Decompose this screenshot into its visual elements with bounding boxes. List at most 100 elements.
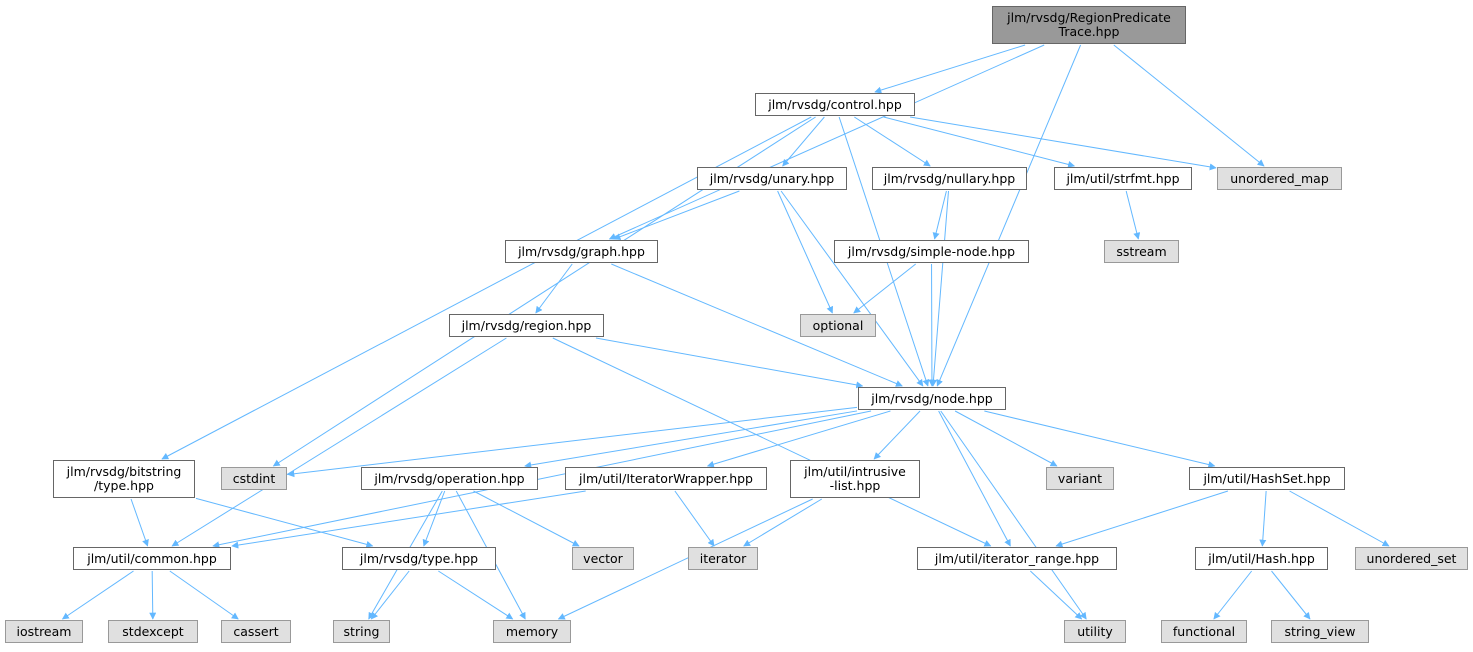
edge-root-to-graph	[608, 44, 1045, 240]
node-label: unordered_map	[1230, 170, 1329, 186]
node-control[interactable]: jlm/rvsdg/control.hpp	[755, 93, 915, 116]
node-string-view: string_view	[1271, 620, 1369, 643]
edge-hash-to-string_view	[1271, 570, 1311, 620]
node-label: jlm/rvsdg/nullary.hpp	[883, 170, 1016, 186]
node-unary[interactable]: jlm/rvsdg/unary.hpp	[697, 167, 847, 190]
node-label: stdexcept	[122, 623, 184, 639]
edge-node-to-operation	[524, 410, 858, 469]
node-iterator: iterator	[688, 547, 758, 570]
node-label: jlm/util/common.hpp	[87, 550, 217, 566]
node-intrusive-list[interactable]: jlm/util/intrusive-list.hpp	[790, 460, 920, 498]
node-label: jlm/util/iterator_range.hpp	[934, 550, 1100, 566]
edge-intrusive_list-to-iterator	[743, 498, 823, 547]
edge-common-to-cassert	[169, 570, 239, 620]
edge-unary-to-node	[780, 190, 924, 387]
node-stdexcept: stdexcept	[108, 620, 198, 643]
edge-region-to-node	[595, 337, 864, 389]
edge-control-to-unary	[782, 116, 825, 167]
edge-unary-to-optional	[777, 190, 834, 314]
node-variant: variant	[1046, 467, 1114, 490]
edge-hash-to-functional	[1213, 570, 1253, 620]
edge-type-to-string	[370, 570, 410, 620]
node-nullary[interactable]: jlm/rvsdg/nullary.hpp	[872, 167, 1027, 190]
node-label: /type.hpp	[94, 478, 154, 493]
node-simple-node[interactable]: jlm/rvsdg/simple-node.hpp	[834, 240, 1029, 263]
node-node[interactable]: jlm/rvsdg/node.hpp	[858, 387, 1006, 410]
edge-intrusive_list-to-memory	[557, 498, 813, 620]
edge-bitstring_type-to-common	[130, 498, 149, 547]
node-label: utility	[1077, 623, 1113, 639]
node-label: jlm/rvsdg/graph.hpp	[518, 243, 645, 259]
node-label: jlm/rvsdg/RegionPredicate	[1007, 10, 1171, 25]
edge-root-to-unordered_map	[1113, 44, 1265, 167]
edge-node-to-utility	[940, 410, 1087, 620]
node-label: jlm/util/intrusive	[804, 464, 906, 479]
node-strfmt[interactable]: jlm/util/strfmt.hpp	[1054, 167, 1192, 190]
node-label: iterator	[699, 550, 747, 566]
edge-control-to-strfmt	[883, 116, 1076, 168]
node-common[interactable]: jlm/util/common.hpp	[73, 547, 231, 570]
node-optional: optional	[800, 314, 876, 337]
node-label: jlm/rvsdg/unary.hpp	[709, 170, 835, 186]
edge-graph-to-node	[611, 263, 903, 387]
node-label: string	[343, 623, 380, 639]
node-label: jlm/rvsdg/control.hpp	[768, 96, 902, 112]
node-functional: functional	[1161, 620, 1247, 643]
node-label: jlm/util/strfmt.hpp	[1066, 170, 1180, 186]
node-type[interactable]: jlm/rvsdg/type.hpp	[342, 547, 496, 570]
node-label: cstdint	[232, 470, 276, 486]
edge-node-to-common	[212, 410, 872, 549]
edge-node-to-cstdint	[287, 406, 858, 478]
node-label: vector	[583, 550, 623, 566]
edge-graph-to-region	[535, 263, 573, 314]
node-label: jlm/util/Hash.hpp	[1208, 550, 1315, 566]
node-string: string	[333, 620, 390, 643]
edge-iterator_range-to-utility	[1030, 570, 1083, 620]
node-unordered-set: unordered_set	[1355, 547, 1468, 570]
edge-iterator_wrapper-to-common	[231, 490, 586, 549]
node-memory: memory	[493, 620, 571, 643]
node-label: optional	[812, 317, 864, 333]
node-label: -list.hpp	[829, 478, 881, 493]
node-iterator-wrapper[interactable]: jlm/util/IteratorWrapper.hpp	[565, 467, 767, 490]
edge-node-to-hashset	[984, 410, 1216, 468]
node-iostream: iostream	[5, 620, 83, 643]
node-vector: vector	[572, 547, 634, 570]
edge-root-to-node	[936, 44, 1082, 387]
edge-strfmt-to-sstream	[1125, 190, 1141, 240]
edge-region-to-iterator_range	[552, 337, 992, 547]
node-region[interactable]: jlm/rvsdg/region.hpp	[449, 314, 604, 337]
edge-operation-to-type	[422, 490, 446, 547]
edge-common-to-stdexcept	[149, 570, 157, 620]
node-label: jlm/util/IteratorWrapper.hpp	[579, 470, 753, 486]
node-hashset[interactable]: jlm/util/HashSet.hpp	[1189, 467, 1345, 490]
edge-root-to-control	[874, 44, 1026, 94]
edge-bitstring_type-to-type	[195, 497, 374, 548]
node-bitstring-type[interactable]: jlm/rvsdg/bitstring/type.hpp	[53, 460, 195, 498]
edge-control-to-nullary	[854, 116, 931, 167]
node-label: unordered_set	[1366, 550, 1457, 566]
node-label: sstream	[1116, 243, 1167, 259]
node-label: string_view	[1284, 623, 1356, 639]
node-label: jlm/rvsdg/simple-node.hpp	[847, 243, 1016, 259]
node-label: jlm/rvsdg/bitstring	[66, 464, 182, 479]
edge-unary-to-graph	[613, 190, 740, 241]
node-hash[interactable]: jlm/util/Hash.hpp	[1195, 547, 1328, 570]
node-label: variant	[1057, 470, 1103, 486]
edge-node-to-variant	[954, 410, 1058, 467]
node-label: jlm/rvsdg/type.hpp	[359, 550, 479, 566]
node-iterator-range[interactable]: jlm/util/iterator_range.hpp	[917, 547, 1117, 570]
edge-hashset-to-iterator_range	[1055, 490, 1229, 548]
node-label: jlm/rvsdg/node.hpp	[871, 390, 993, 406]
node-operation[interactable]: jlm/rvsdg/operation.hpp	[361, 467, 538, 490]
edge-nullary-to-node	[930, 190, 950, 387]
node-label: jlm/rvsdg/region.hpp	[461, 317, 592, 333]
node-cassert: cassert	[221, 620, 291, 643]
edge-type-to-memory	[438, 570, 514, 620]
edge-node-to-iterator_wrapper	[706, 410, 891, 468]
edge-nullary-to-simple_node	[932, 190, 947, 240]
edge-node-to-intrusive_list	[873, 410, 921, 460]
node-graph[interactable]: jlm/rvsdg/graph.hpp	[505, 240, 658, 263]
